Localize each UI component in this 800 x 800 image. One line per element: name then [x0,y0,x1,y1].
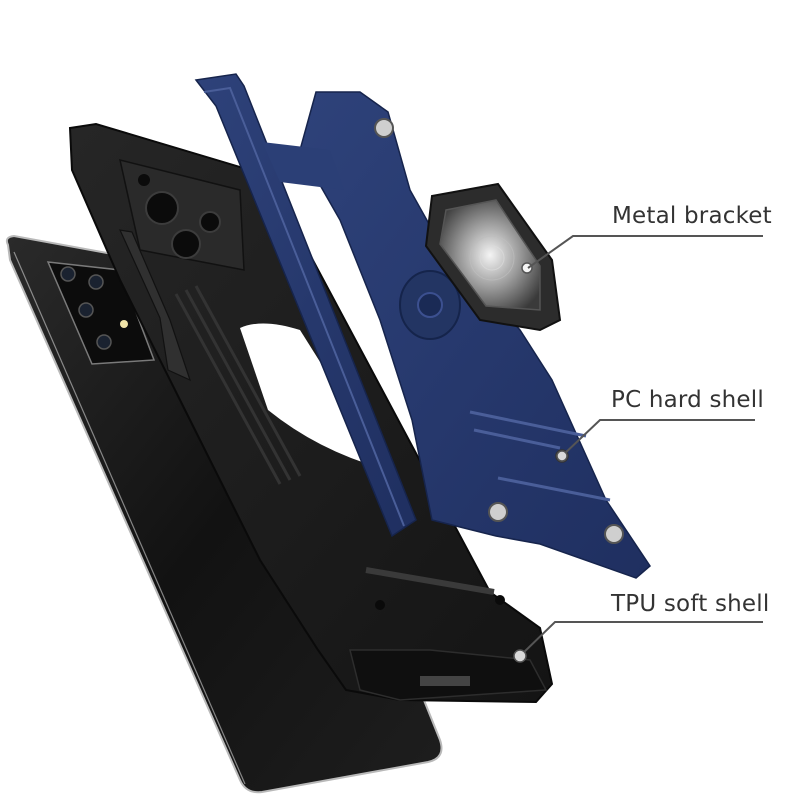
metal-bracket [424,182,562,332]
tpu-soft-shell-label: TPU soft shell [611,591,770,617]
callout-dot-tpu-soft-shell [513,649,527,663]
phone-camera-module [46,261,156,365]
callout-line-tpu-soft-shell [519,621,763,657]
callout-line-metal-bracket [527,235,763,269]
metal-bracket-label: Metal bracket [612,203,772,229]
callout-lines [519,235,763,657]
pc-hard-shell-label: PC hard shell [611,387,764,413]
callout-line-pc-hard-shell [561,419,755,457]
grip-texture [174,285,302,485]
tpu-soft-shell [68,122,554,704]
callout-dot-pc-hard-shell [556,450,568,462]
